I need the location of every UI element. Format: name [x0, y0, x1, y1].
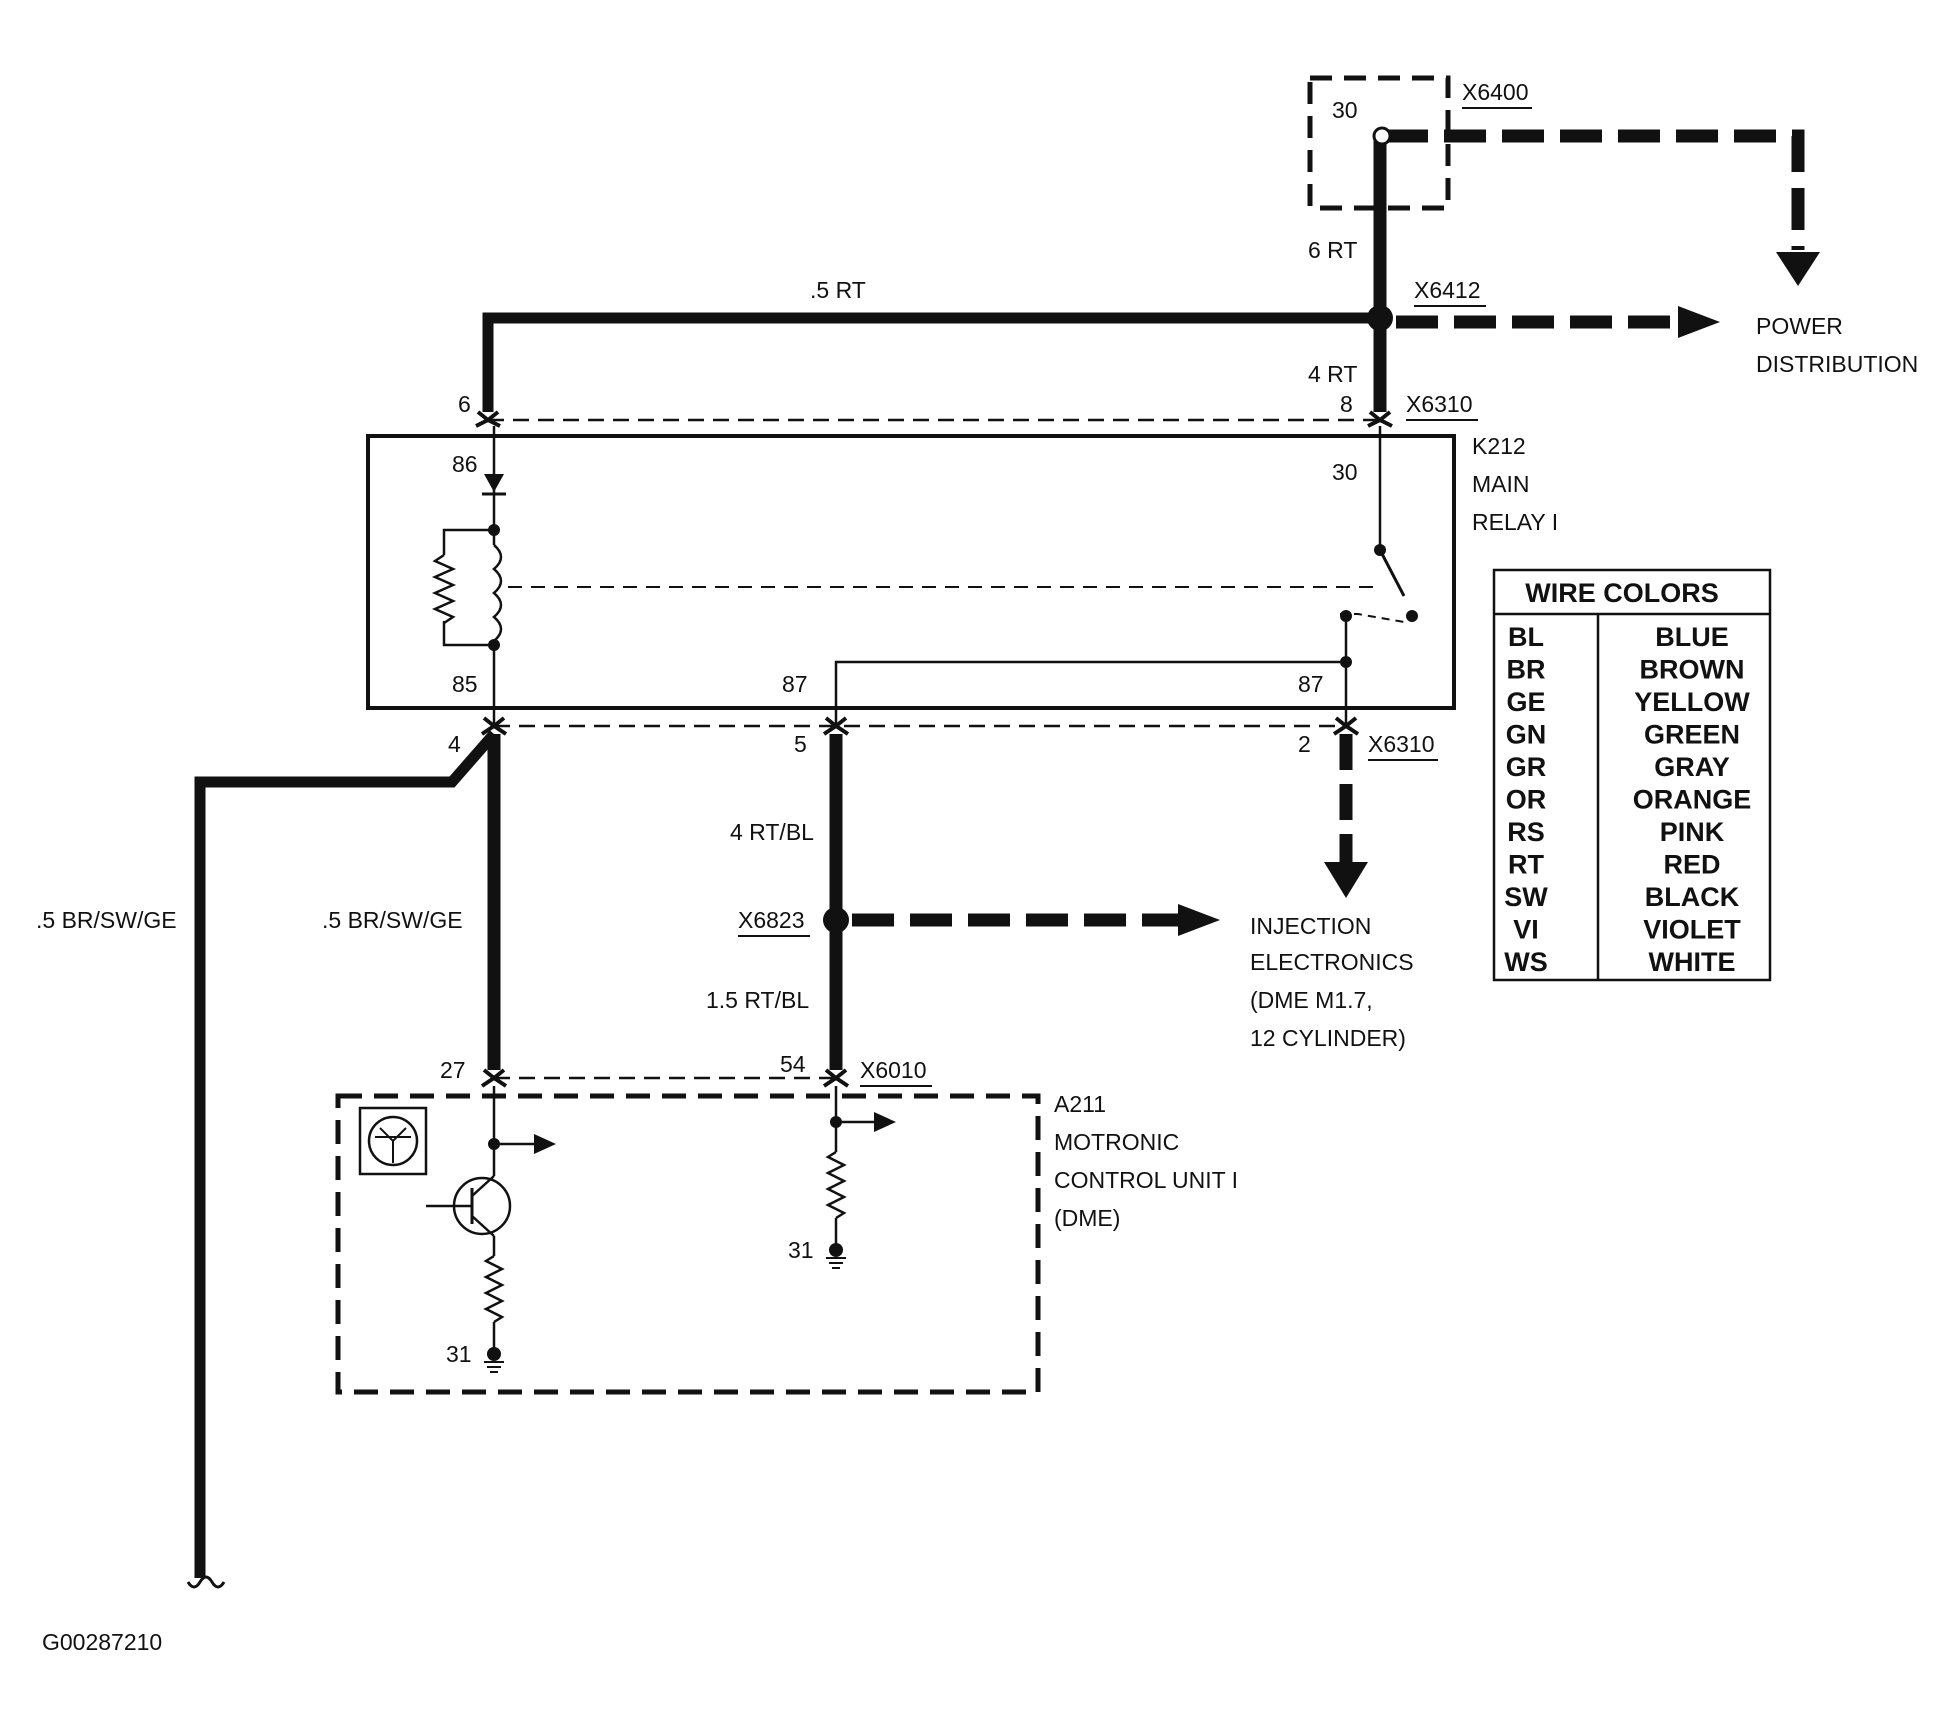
legend-color-name: BLACK	[1645, 882, 1740, 912]
resistor-icon	[483, 1254, 505, 1324]
relay-resistor-icon	[431, 553, 457, 625]
k212-pin-30: 30	[1332, 459, 1358, 485]
k212-pin-87-left: 87	[782, 671, 808, 697]
legend-code: WS	[1504, 947, 1548, 977]
down-arrow-icon	[1324, 862, 1368, 898]
wire-4rtbl-label: 4 RT/BL	[730, 819, 814, 845]
legend-code: VI	[1513, 915, 1539, 945]
legend-color-name: RED	[1663, 850, 1720, 880]
legend-color-name: YELLOW	[1634, 687, 1750, 717]
figure-id: G00287210	[42, 1629, 162, 1655]
right-arrow-icon	[1178, 904, 1220, 936]
right-arrow-icon	[1678, 306, 1720, 338]
a211-control-unit-box	[335, 1093, 1041, 1395]
electronic-component-icon	[358, 1106, 428, 1176]
wire-05rt	[482, 312, 1380, 412]
x6400-terminal-dot	[1372, 126, 1392, 146]
pin-2-fork	[1332, 716, 1360, 736]
ground-icon	[484, 1361, 504, 1373]
x6010-pin-54: 54	[780, 1051, 806, 1077]
x6310-bottom-pin-2: 2	[1298, 731, 1311, 757]
legend-code: OR	[1506, 785, 1547, 815]
legend-code: RS	[1507, 817, 1545, 847]
a211-ground-31-left: 31	[446, 1341, 472, 1367]
legend-code: BR	[1507, 655, 1546, 685]
k212-label: K212	[1472, 433, 1526, 459]
pin-5-fork	[822, 716, 850, 736]
injection-label-4: 12 CYLINDER)	[1250, 1025, 1406, 1051]
x6310-top-label: X6310	[1406, 391, 1473, 417]
wire-15rtbl-label: 1.5 RT/BL	[706, 987, 809, 1013]
wire-colors-legend: WIRE COLORS BL BLUE BR BROWN GE YELLOW GN GREEN…	[1492, 568, 1772, 982]
legend-color-name: WHITE	[1649, 947, 1736, 977]
pin-54-fork	[822, 1068, 850, 1088]
x6310-bottom-pin-5: 5	[794, 731, 807, 757]
x6823-label: X6823	[738, 907, 805, 933]
x6400-power-dist-line	[1386, 129, 1805, 250]
ground-icon	[826, 1257, 846, 1269]
wire-brswge-left-label: .5 BR/SW/GE	[36, 907, 177, 933]
k212-relay-box	[366, 434, 1456, 710]
x6010-pin-27: 27	[440, 1057, 466, 1083]
x6310-bottom-pin-4: 4	[448, 731, 461, 757]
x6010-label: X6010	[860, 1057, 927, 1083]
legend-code: RT	[1508, 850, 1544, 880]
legend-code: GR	[1506, 752, 1547, 782]
wire-break-icon	[186, 1575, 226, 1589]
legend-color-name: GREEN	[1644, 720, 1740, 750]
down-arrow-icon	[1776, 252, 1820, 286]
pin-6-fork	[475, 410, 501, 428]
injection-label-2: ELECTRONICS	[1250, 949, 1414, 975]
k212-label-main: MAIN	[1472, 471, 1530, 497]
relay-switch-contact	[1378, 549, 1406, 597]
legend-color-name: BLUE	[1655, 622, 1729, 652]
wire-brswge-mid-label: .5 BR/SW/GE	[322, 907, 463, 933]
legend-color-name: VIOLET	[1643, 915, 1741, 945]
legend-color-name: ORANGE	[1633, 785, 1752, 815]
injection-label-3: (DME M1.7,	[1250, 987, 1373, 1013]
legend-code: SW	[1504, 882, 1548, 912]
legend-code: GN	[1506, 720, 1547, 750]
legend-color-name: PINK	[1660, 817, 1725, 847]
a211-label: A211	[1054, 1091, 1106, 1117]
right-arrow-icon	[534, 1134, 556, 1154]
legend-title: WIRE COLORS	[1525, 578, 1719, 608]
k212-label-relay: RELAY I	[1472, 509, 1558, 535]
injection-label-1: INJECTION	[1250, 913, 1371, 939]
a211-ground-31-right: 31	[788, 1237, 814, 1263]
diode-icon	[484, 474, 504, 492]
power-distribution-label-1: POWER	[1756, 313, 1843, 339]
wire-4rt-label: 4 RT	[1308, 361, 1357, 387]
x6400-connector-box	[1307, 75, 1451, 211]
legend-color-name: BROWN	[1640, 655, 1745, 685]
a211-label-dme: (DME)	[1054, 1205, 1120, 1231]
x6310-top-pin-6: 6	[458, 391, 471, 417]
relay-coil-icon	[492, 544, 503, 642]
pin-8-fork	[1367, 410, 1393, 428]
k212-pin-86: 86	[452, 451, 478, 477]
legend-code: BL	[1508, 622, 1544, 652]
a211-label-motronic: MOTRONIC	[1054, 1129, 1179, 1155]
wire-brswge-left	[194, 730, 499, 1578]
legend-color-name: GRAY	[1654, 752, 1730, 782]
pin-27-fork	[480, 1068, 508, 1088]
wire-05rt-label: .5 RT	[810, 277, 866, 303]
wire-6rt-label: 6 RT	[1308, 237, 1357, 263]
k212-pin-87-right: 87	[1298, 671, 1324, 697]
legend-code: GE	[1506, 687, 1545, 717]
resistor-icon	[825, 1150, 847, 1220]
x6310-top-pin-8: 8	[1340, 391, 1353, 417]
x6310-bottom-label: X6310	[1368, 731, 1435, 757]
pin-4-fork	[480, 716, 508, 736]
a211-label-control-unit: CONTROL UNIT I	[1054, 1167, 1238, 1193]
x6400-label: X6400	[1462, 79, 1529, 105]
x6400-pin-30: 30	[1332, 97, 1358, 123]
x6412-label: X6412	[1414, 277, 1481, 303]
k212-pin-85: 85	[452, 671, 478, 697]
right-arrow-icon	[874, 1112, 896, 1132]
power-distribution-label-2: DISTRIBUTION	[1756, 351, 1918, 377]
